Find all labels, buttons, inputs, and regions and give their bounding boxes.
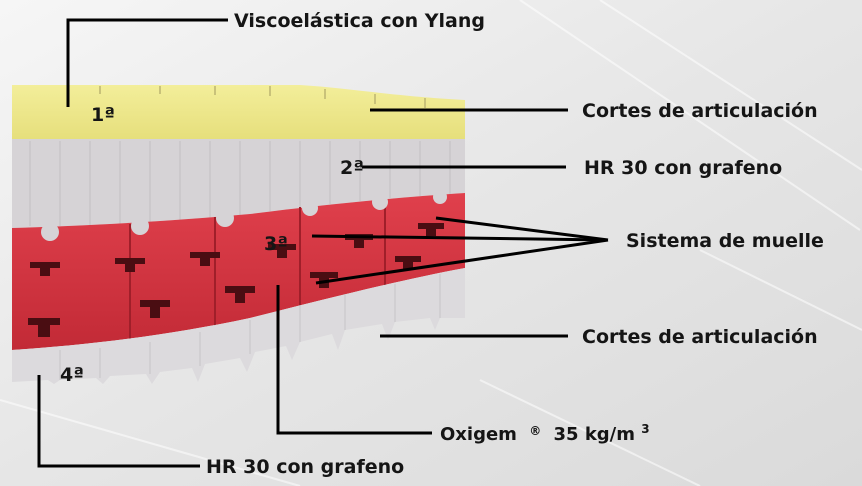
label-cuts-top: Cortes de articulación: [582, 100, 818, 122]
label-hr-bottom: HR 30 con grafeno: [206, 456, 404, 478]
oxigem-registered: ®: [529, 424, 541, 438]
label-hr-top: HR 30 con grafeno: [584, 157, 782, 179]
layer-3-side-notches: [41, 190, 447, 241]
layer-4-ridges: [59, 274, 441, 380]
label-viscoelastic: Viscoelástica con Ylang: [234, 10, 485, 32]
oxigem-exponent: 3: [641, 422, 649, 436]
layer-4-number: 4ª: [60, 364, 84, 386]
layer-2-number: 2ª: [340, 157, 364, 179]
layer-2-hr-foam: [12, 139, 465, 228]
label-oxigem: Oxigem ® 35 kg/m 3: [440, 419, 650, 445]
label-springs: Sistema de muelle: [626, 230, 824, 252]
layer-3-spring-cutouts: [28, 223, 444, 337]
oxigem-name: Oxigem: [440, 424, 517, 445]
label-cuts-bottom: Cortes de articulación: [582, 326, 818, 348]
layer-3-spring-system: [12, 193, 465, 350]
layer-3-number: 3ª: [264, 233, 288, 255]
callout-lines: [37, 18, 609, 468]
layer-1-viscoelastic: [12, 85, 465, 139]
layer-1-number: 1ª: [91, 104, 115, 126]
layer-4-hr-base: [12, 268, 465, 384]
oxigem-density: 35 kg/m: [554, 424, 636, 445]
layer-1-notches: [99, 86, 426, 108]
layer-2-ridges: [29, 141, 451, 226]
